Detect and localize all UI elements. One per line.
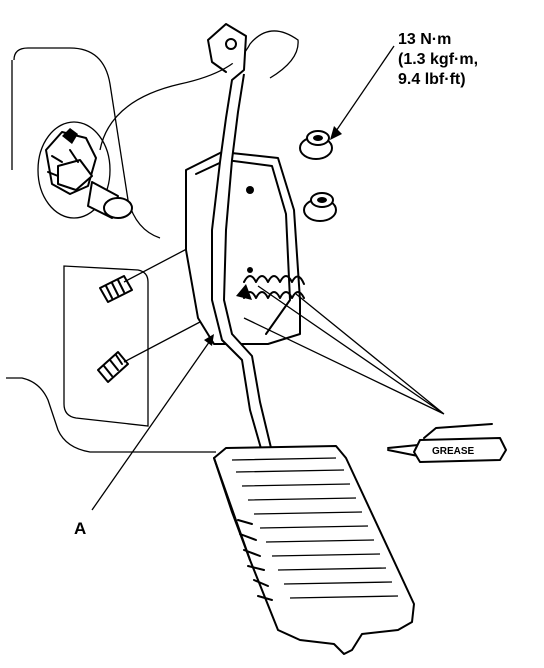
callout-label-a: A: [74, 519, 86, 538]
lower-flange-nut: [303, 192, 337, 222]
torque-spec-line1: 13 N·m: [398, 31, 451, 48]
grease-tube-icon: [387, 423, 507, 463]
a-leader-arrowhead: [204, 334, 214, 346]
torque-leader-line: [333, 45, 395, 135]
torque-leader-arrowhead: [330, 126, 342, 140]
torque-spec-line2: (1.3 kgf·m,: [398, 51, 478, 68]
mounting-panel: [63, 265, 149, 427]
pedal-arm: [207, 23, 273, 453]
upper-flange-nut: [299, 130, 333, 160]
body-panel-outline: [6, 47, 216, 453]
pedal-bracket: [185, 151, 301, 345]
upper-stud: [99, 275, 133, 303]
grease-label: GREASE: [432, 446, 475, 457]
return-spring: [236, 275, 305, 300]
pedal-pad: [213, 445, 415, 655]
grease-leader-lines: [243, 285, 445, 415]
torque-spec-line3: 9.4 lbf·ft): [398, 71, 466, 88]
harness-loop: [99, 30, 299, 151]
a-leader-line: [91, 337, 213, 511]
pedal-position-connector: [37, 121, 133, 219]
lower-stud: [97, 351, 129, 383]
